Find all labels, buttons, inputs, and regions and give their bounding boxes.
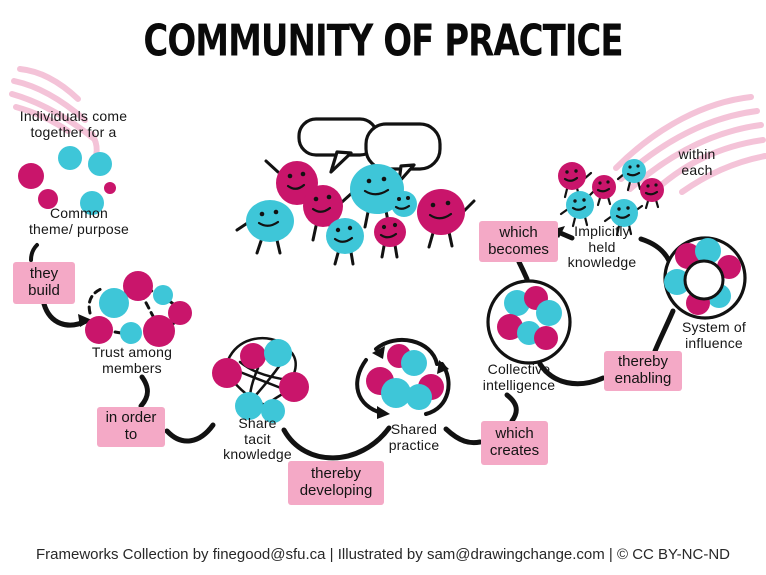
blob-character	[417, 189, 476, 249]
pink-swoosh-left-icon	[9, 66, 100, 169]
blob-character	[603, 199, 644, 237]
label-within-each: within each	[678, 146, 716, 178]
arc-practice-to-creates	[443, 426, 483, 446]
arc-inorder-to-share	[164, 422, 216, 444]
blob-character	[326, 218, 364, 266]
label-shared-practice: Shared practice	[388, 421, 440, 453]
arc-build-to-trust	[41, 301, 92, 328]
tacit-knowledge-network	[212, 336, 309, 423]
blob-character	[586, 175, 616, 207]
community-group	[235, 117, 476, 266]
arc-theme-to-build	[29, 243, 39, 262]
box-they-build: they build	[13, 262, 75, 304]
label-share-tacit: Share tacit knowledge	[223, 415, 292, 463]
box-thereby-developing: thereby developing	[288, 461, 384, 505]
speech-bubble-icon	[297, 117, 379, 174]
implicit-blob-characters	[558, 159, 664, 237]
individuals-dots	[18, 146, 116, 215]
blob-character	[235, 200, 294, 255]
label-trust: Trust among members	[91, 344, 173, 376]
arc-creates-to-collective	[504, 392, 519, 424]
shared-practice-cycle	[355, 338, 451, 419]
box-which-becomes: which becomes	[479, 221, 558, 262]
arc-enabling-to-collective	[537, 361, 606, 387]
blob-character	[340, 164, 404, 229]
arc-system-to-enabling	[652, 308, 676, 354]
label-system-of-influence: System of influence	[681, 319, 747, 351]
label-implicitly-held: Implicitly held knowledge	[567, 223, 637, 271]
trust-cluster	[85, 271, 192, 347]
box-which-creates: which creates	[481, 421, 548, 465]
label-individuals: Individuals come together for a	[19, 108, 128, 140]
box-in-order-to: in order to	[97, 407, 165, 447]
collective-intelligence-circle	[486, 279, 572, 365]
arc-trust-to-inorder	[138, 374, 150, 409]
label-common-theme: Common theme/ purpose	[28, 205, 130, 237]
system-of-influence-donut	[663, 236, 747, 320]
box-thereby-enabling: thereby enabling	[604, 351, 682, 391]
page-title: COMMUNITY OF PRACTICE	[143, 16, 623, 68]
footer-credit: Frameworks Collection by finegood@sfu.ca…	[35, 546, 730, 563]
blob-character	[391, 191, 417, 217]
arc-collective-to-becomes	[516, 259, 530, 282]
label-collective-intelligence: Collective intelligence	[482, 361, 556, 393]
arc-share-to-practice	[281, 425, 392, 461]
blob-character	[640, 178, 664, 210]
blob-character	[559, 191, 594, 228]
blob-character	[558, 162, 593, 199]
speech-bubble-icon	[364, 122, 442, 184]
blob-character	[374, 217, 406, 259]
blob-character	[616, 159, 646, 192]
